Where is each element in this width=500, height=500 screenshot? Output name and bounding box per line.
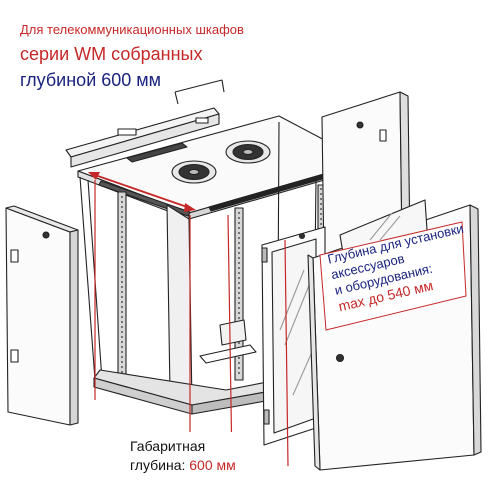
fan-left-icon — [171, 160, 217, 184]
header-line-1: Для телекоммуникационных шкафов — [20, 22, 244, 37]
top-mounting-rail — [65, 79, 225, 168]
overall-depth-title: Габаритная — [130, 438, 206, 454]
overall-depth-arrow — [88, 172, 196, 212]
overall-depth-line: глубина: 600 мм — [130, 456, 236, 475]
install-depth-leader — [227, 214, 289, 467]
overall-depth-label: Габаритная глубина: 600 мм — [130, 437, 236, 475]
overall-depth-label-box — [124, 432, 258, 474]
overall-depth-prefix: глубина: — [130, 457, 186, 473]
header-line-3: глубиной 600 мм — [20, 70, 162, 90]
left-side-panel — [5, 205, 79, 426]
overall-depth-value: 600 мм — [189, 457, 236, 473]
overall-depth-leader — [94, 180, 191, 466]
install-depth-label-box — [319, 221, 467, 331]
fan-right-icon — [225, 140, 271, 164]
header-line-2: серии WM собранных — [20, 44, 203, 64]
